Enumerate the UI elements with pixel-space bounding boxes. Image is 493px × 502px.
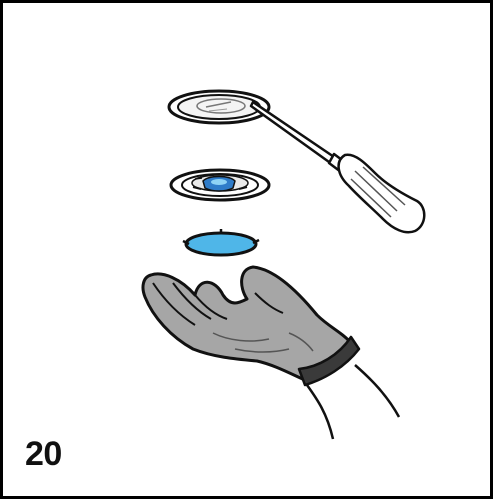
step-number: 20 [25, 435, 62, 473]
screwdriver [249, 100, 426, 234]
illustration [141, 89, 426, 440]
light-fixture [169, 168, 271, 202]
blue-lens [182, 229, 260, 257]
gloved-hand [141, 265, 401, 440]
